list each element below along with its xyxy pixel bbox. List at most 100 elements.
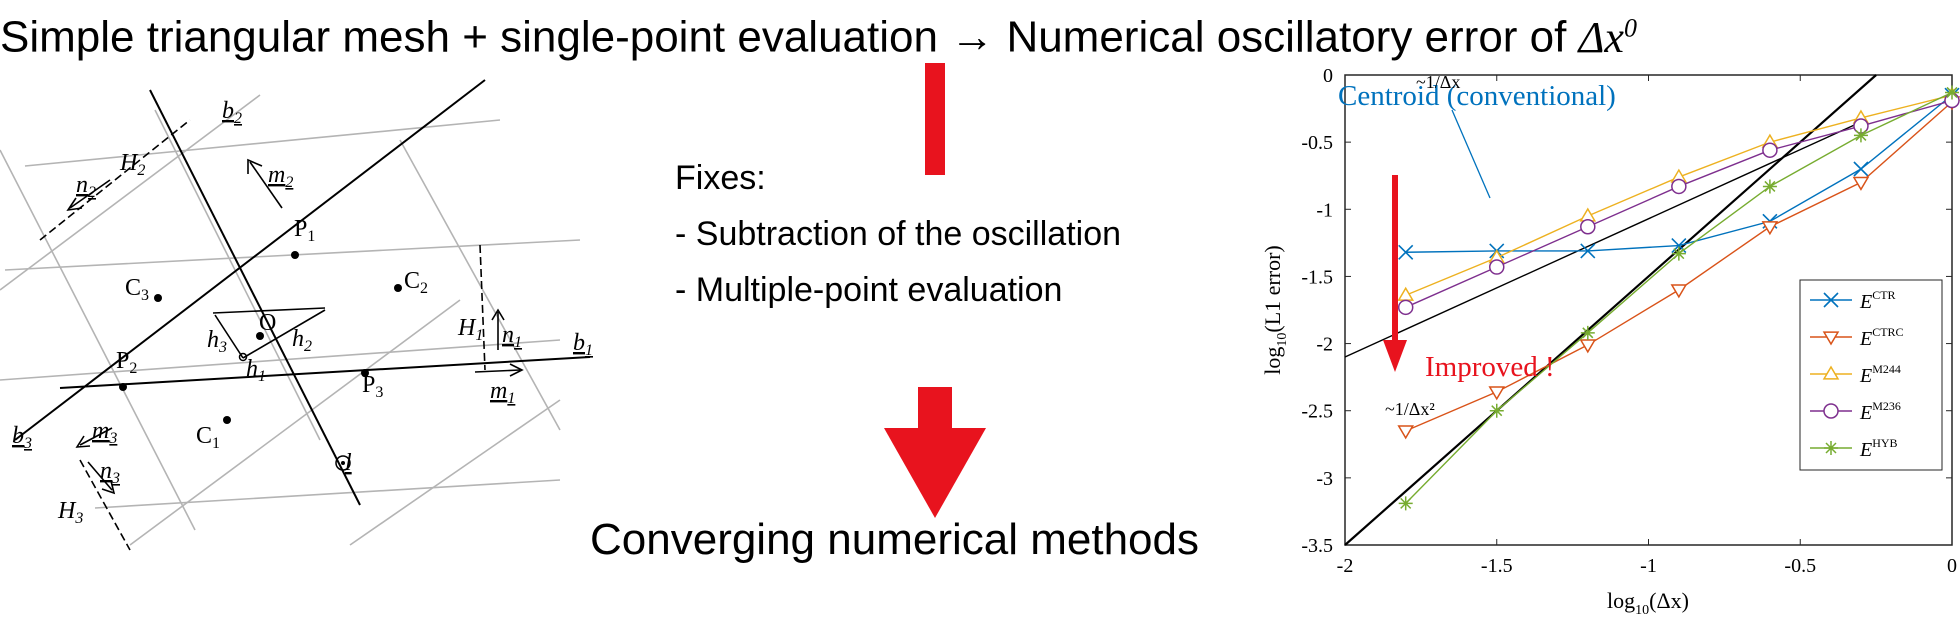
fix-item-multipoint: - Multiple-point evaluation	[675, 271, 1063, 309]
data-point	[1671, 178, 1687, 195]
label-m2: m2	[268, 162, 293, 191]
y-tick-label: -2	[1316, 334, 1333, 356]
label-c3: C3	[125, 275, 149, 304]
label-b3: b3	[12, 423, 32, 452]
y-tick-label: -2.5	[1301, 401, 1333, 423]
label-n2: n2	[76, 172, 96, 201]
legend-item: ECTR	[1810, 288, 1896, 313]
label-H1: H1	[457, 315, 483, 344]
title-dx: Δx0	[1578, 12, 1637, 62]
x-tick-label: 0	[1947, 555, 1957, 577]
data-point	[1580, 243, 1596, 259]
series-hyb	[1398, 85, 1959, 511]
data-point	[1488, 386, 1506, 401]
mesh-aux-lines	[39, 119, 524, 551]
label-m1: m1	[490, 378, 515, 407]
data-point	[1853, 128, 1868, 143]
legend-label: EM236	[1859, 399, 1901, 424]
data-point	[1762, 179, 1777, 194]
data-point	[1398, 244, 1414, 260]
data-point	[1945, 85, 1959, 100]
fixes-block: Fixes: - Subtraction of the oscillation …	[675, 150, 1121, 318]
y-axis-label: log10(L1 error)	[1260, 245, 1290, 374]
legend-item: ECTRC	[1810, 325, 1904, 350]
x-tick-label: -0.5	[1784, 555, 1816, 577]
mesh-points	[119, 251, 402, 471]
title-arrow: →	[950, 12, 995, 62]
label-h1: h1	[246, 356, 266, 385]
y-tick-label: -1	[1316, 199, 1333, 221]
data-point	[1761, 221, 1779, 236]
label-n1: n1	[502, 322, 522, 351]
y-tick-label: -3.5	[1301, 535, 1333, 557]
page-title: Simple triangular mesh + single-point ev…	[0, 0, 1960, 64]
label-H2: H2	[119, 150, 145, 179]
red-arrow-head	[884, 428, 986, 518]
y-tick-label: 0	[1323, 65, 1333, 87]
legend-label: EM244	[1859, 362, 1901, 387]
label-l: l	[345, 450, 352, 476]
data-point	[1671, 246, 1686, 261]
red-arrow-stem	[918, 387, 952, 435]
reference-line	[1344, 121, 1862, 358]
x-axis-label: log10(Δx)	[1607, 588, 1689, 618]
legend-item: EM236	[1810, 399, 1901, 424]
label-o: O	[259, 310, 276, 336]
y-tick-label: -0.5	[1301, 132, 1333, 154]
x-tick-label: -2	[1337, 555, 1354, 577]
label-h2: h2	[292, 326, 312, 355]
result-label: Converging numerical methods	[590, 515, 1199, 564]
title-tail: Numerical oscillatory error of	[1006, 12, 1567, 62]
legend-label: ECTR	[1859, 288, 1896, 313]
data-point	[1852, 176, 1870, 191]
series-m236	[1397, 92, 1960, 316]
legend-label: ECTRC	[1859, 325, 1904, 350]
data-point	[1397, 299, 1414, 316]
data-point	[1489, 403, 1504, 418]
annotation-centroid: Centroid (conventional)	[1338, 80, 1616, 199]
label-h3: h3	[207, 327, 227, 356]
data-point	[1489, 259, 1505, 275]
y-tick-label: -1.5	[1301, 266, 1333, 288]
label-b1: b1	[573, 330, 593, 359]
mesh-grid-lines	[0, 94, 581, 546]
series-line	[1405, 94, 1953, 296]
label-n3: n3	[100, 458, 120, 487]
label-p1: P1	[294, 216, 315, 245]
legend-label: EHYB	[1859, 436, 1898, 461]
legend-item: EHYB	[1810, 436, 1898, 461]
data-point	[1397, 425, 1415, 440]
y-tick-label: -3	[1316, 468, 1333, 490]
centroid-label: Centroid (conventional)	[1338, 80, 1616, 112]
ref-label-dx: ~1/Δx	[1416, 72, 1460, 92]
title-main: Simple triangular mesh + single-point ev…	[0, 12, 938, 62]
data-point	[1580, 218, 1596, 235]
reference-line	[1344, 74, 1877, 546]
legend-item: EM244	[1810, 362, 1901, 387]
data-point	[1398, 496, 1413, 511]
label-b2: b2	[222, 98, 242, 127]
annotation-improved: Improved !	[1383, 175, 1555, 383]
data-point	[1670, 284, 1688, 299]
data-point	[1853, 161, 1869, 177]
x-tick-label: -1.5	[1481, 555, 1513, 577]
label-p2: P2	[116, 348, 137, 377]
label-p3: P3	[362, 372, 383, 401]
red-bar	[925, 63, 945, 175]
mesh-main-lines	[14, 79, 591, 506]
label-c2: C2	[404, 268, 428, 297]
data-point	[1579, 339, 1597, 354]
data-point	[1762, 142, 1778, 158]
improved-label: Improved !	[1425, 351, 1555, 383]
ref-label-dx2: ~1/Δx²	[1385, 399, 1435, 419]
fixes-label: Fixes:	[675, 159, 766, 197]
data-point	[1580, 325, 1595, 340]
mesh-diagram: P1 P2 P3 O C1 C2 C3 b1 b2 b3 m1 m2 m3 n1…	[0, 79, 593, 551]
label-H3: H3	[57, 498, 83, 527]
label-m3: m3	[92, 418, 117, 447]
fix-item-subtraction: - Subtraction of the oscillation	[675, 215, 1122, 253]
data-point	[1397, 286, 1415, 301]
